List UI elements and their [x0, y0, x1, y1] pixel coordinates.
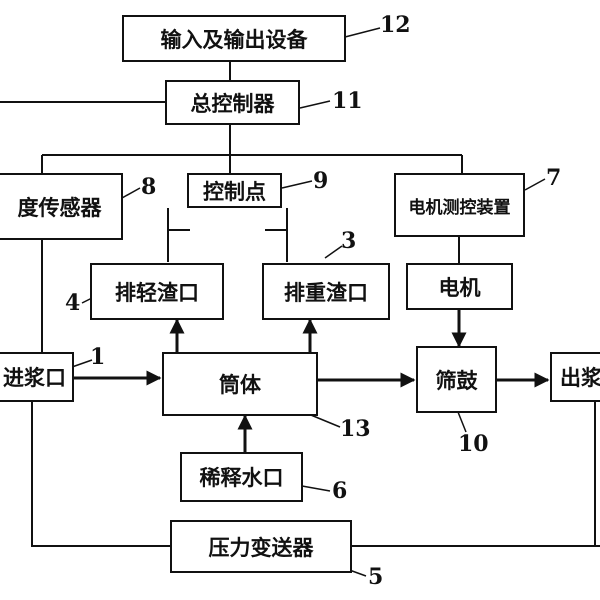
label-10: 10: [458, 431, 489, 457]
light-slag-box: 排轻渣口: [90, 263, 224, 320]
leader-6: [301, 485, 331, 492]
label-11: 11: [332, 88, 363, 114]
control-point-box: 控制点: [187, 173, 282, 208]
leader-9: [281, 180, 313, 189]
io-device-box: 输入及输出设备: [122, 15, 346, 62]
leader-8: [121, 187, 141, 199]
pressure-transmitter-box: 压力变送器: [170, 520, 352, 573]
density-sensor-box: 度传感器: [0, 173, 123, 240]
label-8: 8: [141, 174, 157, 200]
motor-control-box: 电机测控装置: [394, 173, 525, 237]
leader-10: [457, 411, 467, 433]
heavy-slag-box: 排重渣口: [262, 263, 390, 320]
pulp-inlet-box: 进浆口: [0, 352, 74, 402]
label-6: 6: [332, 478, 348, 504]
link-inlet-pressure: [31, 402, 170, 547]
leader-7: [524, 178, 546, 191]
label-1: 1: [90, 344, 106, 370]
label-7: 7: [546, 165, 562, 191]
motor-box: 电机: [406, 263, 513, 310]
label-4: 4: [65, 290, 81, 316]
screen-drum-box: 筛鼓: [416, 346, 497, 413]
label-12: 12: [380, 12, 411, 38]
leader-12: [344, 27, 381, 38]
label-13: 13: [340, 416, 371, 442]
label-9: 9: [313, 168, 329, 194]
cylinder-box: 筒体: [162, 352, 318, 416]
leader-11: [299, 100, 331, 109]
leader-3: [324, 245, 343, 259]
master-controller-box: 总控制器: [165, 80, 300, 125]
dilution-water-box: 稀释水口: [180, 452, 303, 502]
label-5: 5: [368, 564, 384, 590]
leader-1: [71, 359, 93, 368]
label-3: 3: [341, 228, 357, 254]
pulp-outlet-box: 出浆: [550, 352, 600, 402]
